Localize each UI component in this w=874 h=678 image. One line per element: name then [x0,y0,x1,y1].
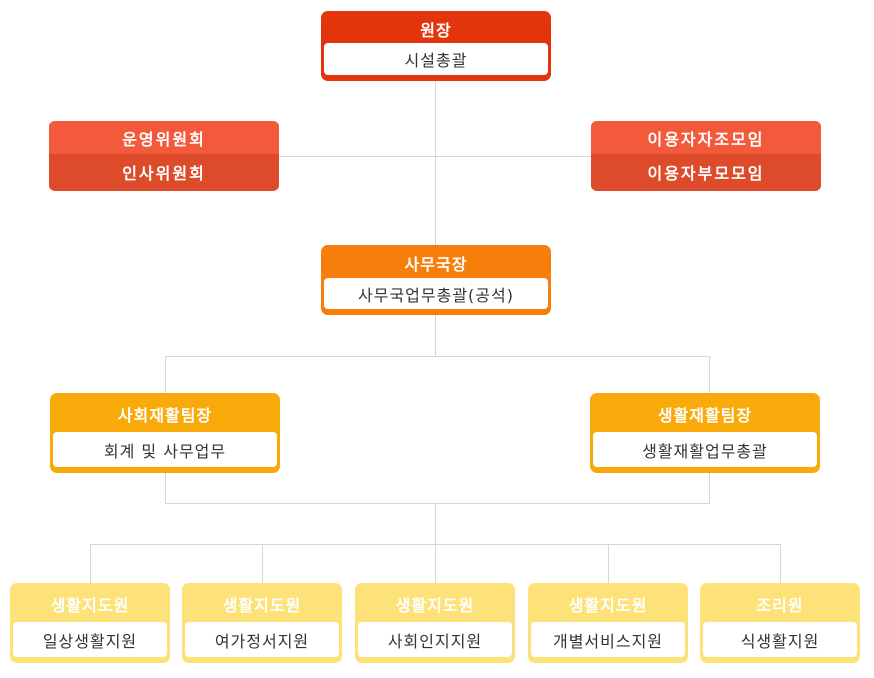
connector-team-social-top [165,356,166,393]
user-groups-node: 이용자자조모임 이용자부모모임 [591,121,821,191]
connector-worker-1 [90,544,91,583]
worker-title: 생활지도원 [50,596,130,615]
worker-node: 조리원 식생활지원 [700,583,860,663]
secretary-general-node: 사무국장 사무국업무총괄(공석) [321,245,551,315]
director-duty: 시설총괄 [324,43,548,75]
worker-node: 생활지도원 여가정서지원 [182,583,342,663]
team-life-rehab-title: 생활재활팀장 [657,406,753,425]
connector-committees [279,156,591,157]
worker-title: 조리원 [756,596,804,615]
worker-node: 생활지도원 사회인지지원 [355,583,515,663]
connector-teams-horizontal-bottom [165,503,710,504]
personnel-committee: 인사위원회 [49,154,279,189]
connector-worker-2 [262,544,263,583]
connector-director-to-secretary [435,81,436,245]
secretary-general-title: 사무국장 [404,255,468,274]
team-social-rehab-title: 사회재활팀장 [117,406,213,425]
worker-duty: 개별서비스지원 [531,622,685,657]
team-life-rehab-duty: 생활재활업무총괄 [593,432,817,467]
operating-committee: 운영위원회 [49,121,279,154]
connector-team-social-bottom [165,473,166,503]
connector-worker-3 [435,544,436,583]
director-node: 원장 시설총괄 [321,11,551,81]
worker-node: 생활지도원 일상생활지원 [10,583,170,663]
user-self-help-group: 이용자자조모임 [591,121,821,154]
worker-duty: 사회인지지원 [358,622,512,657]
director-title: 원장 [420,20,452,40]
committees-node: 운영위원회 인사위원회 [49,121,279,191]
connector-secretary-down [435,315,436,356]
worker-title: 생활지도원 [395,596,475,615]
team-social-rehab-duty: 회계 및 사무업무 [53,432,277,467]
worker-title: 생활지도원 [568,596,648,615]
connector-team-life-top [709,356,710,393]
connector-teams-horizontal-top [165,356,710,357]
worker-duty: 여가정서지원 [185,622,339,657]
secretary-general-duty: 사무국업무총괄(공석) [324,278,548,309]
worker-duty: 일상생활지원 [13,622,167,657]
user-parents-group: 이용자부모모임 [591,154,821,189]
worker-title: 생활지도원 [222,596,302,615]
worker-duty: 식생활지원 [703,622,857,657]
team-social-rehab-node: 사회재활팀장 회계 및 사무업무 [50,393,280,473]
connector-to-workers [435,503,436,544]
connector-worker-4 [608,544,609,583]
team-life-rehab-node: 생활재활팀장 생활재활업무총괄 [590,393,820,473]
connector-team-life-bottom [709,473,710,503]
connector-worker-5 [780,544,781,583]
worker-node: 생활지도원 개별서비스지원 [528,583,688,663]
